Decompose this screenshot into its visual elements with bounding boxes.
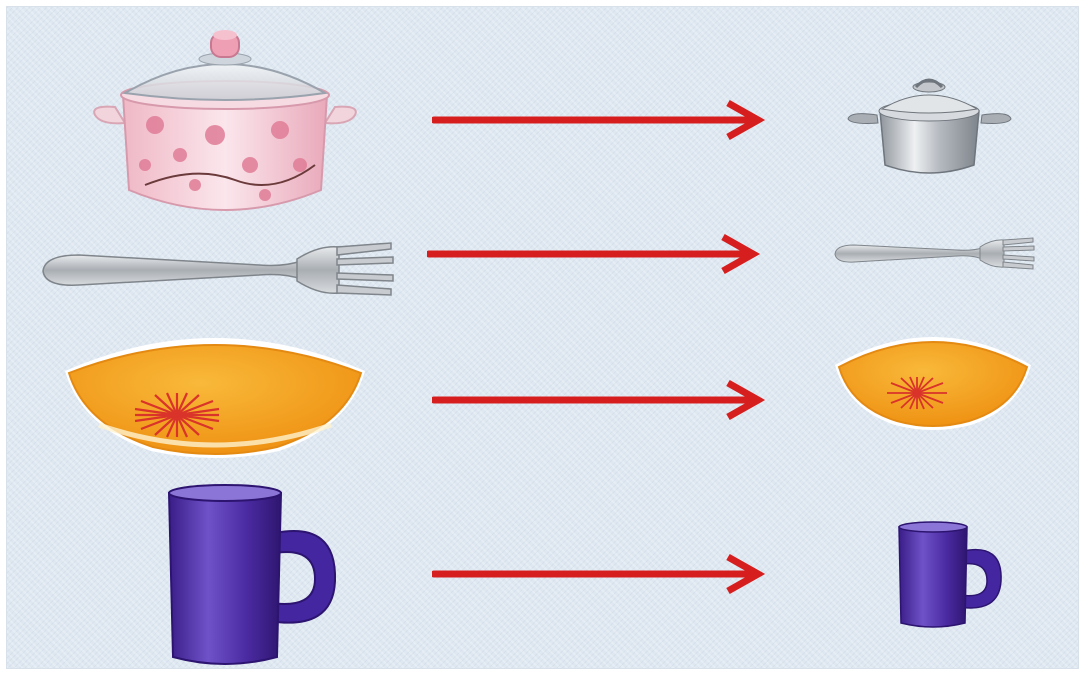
arrow-right-icon [427,233,762,275]
small-purple-mug-icon [893,519,1005,631]
arrow-right-icon [432,99,767,141]
arrow-right-icon [432,553,767,595]
small-steel-pot-icon [842,73,1017,183]
large-purple-mug-icon [157,481,342,671]
small-fork-icon [832,235,1037,273]
large-fork-icon [39,237,399,303]
arrow-right-icon [432,379,767,421]
comparison-board [6,6,1079,669]
large-orange-bowl-icon [59,315,371,465]
small-orange-bowl-icon [831,317,1036,437]
large-pink-pot-icon [85,15,365,225]
